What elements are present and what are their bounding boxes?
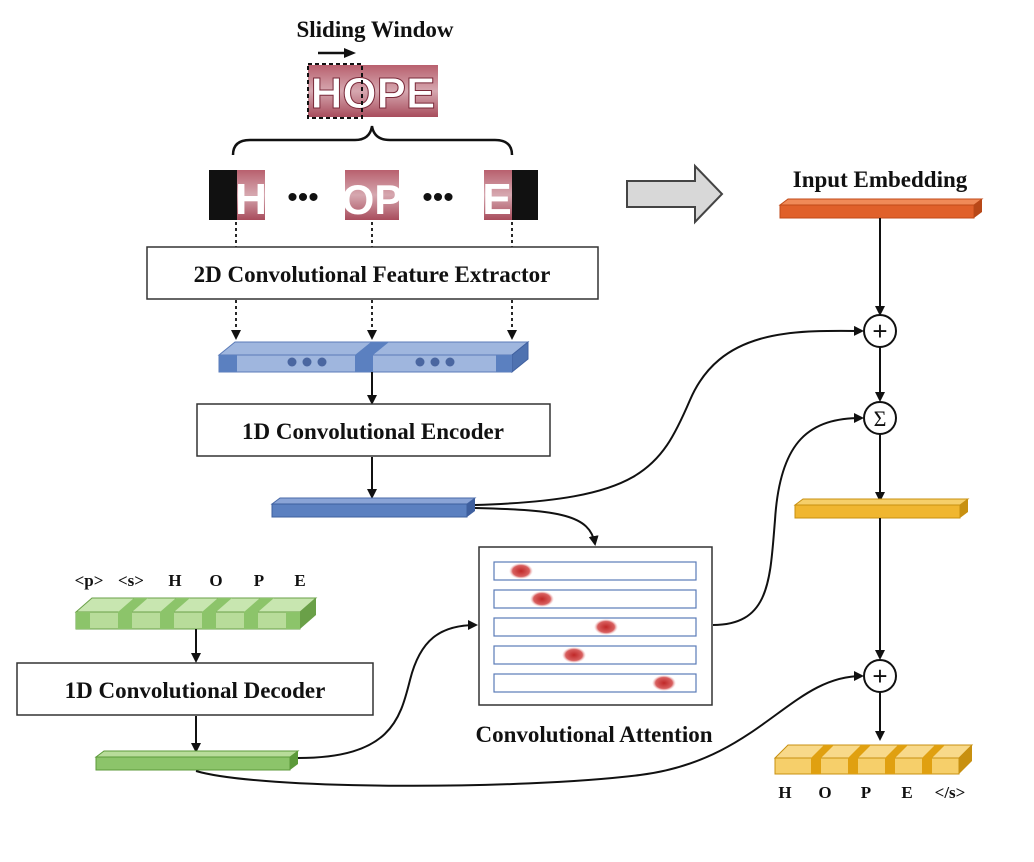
plus-node-bottom: +: [863, 659, 897, 693]
encoder-to-plus-curve: [474, 325, 864, 506]
encoder-output-bar: [270, 497, 477, 518]
decoder-input-bar: [74, 597, 318, 630]
encoder-box: [196, 403, 551, 457]
output-token: P: [861, 783, 871, 802]
output-token: O: [818, 783, 831, 802]
sliding-window-label: Sliding Window: [296, 17, 453, 42]
sliding-window-box: [307, 63, 363, 119]
curved-connectors: [195, 325, 864, 787]
input-embedding-bar: [778, 198, 984, 219]
sigma-node: Σ: [863, 401, 897, 435]
decoder-input-token: H: [168, 571, 181, 590]
decoder-input-token: O: [209, 571, 222, 590]
attention-weight: [562, 647, 586, 663]
output-tokens: H O P E </s>: [778, 783, 965, 802]
feature-extractor-label: 2D Convolutional Feature Extractor: [194, 262, 551, 287]
input-word-text: HOPE: [311, 69, 436, 118]
feature-sequence-bar: [217, 340, 530, 374]
brace: [231, 125, 514, 156]
plus-node-top: +: [863, 314, 897, 348]
extractor-to-features-arrows: [231, 300, 517, 340]
output-token: H: [778, 783, 791, 802]
attention-output-bar: [793, 498, 970, 519]
attention-weight: [652, 675, 676, 691]
crop-right: E: [482, 170, 538, 224]
feature-extractor-box: [146, 246, 599, 300]
crop-left: H: [209, 170, 267, 224]
decoder-input-token: <s>: [118, 571, 144, 590]
crop-middle: OP: [342, 170, 403, 223]
decoder-to-attention-curve: [297, 620, 478, 759]
crop-left-char: H: [235, 175, 267, 224]
crop-right-char: E: [482, 175, 511, 224]
attention-row: [493, 673, 697, 693]
input-embedding-label: Input Embedding: [793, 167, 968, 192]
attention-weight: [509, 563, 533, 579]
decoder-output-bar: [94, 750, 300, 771]
attention-to-sigma-curve: [712, 413, 864, 626]
plus-icon-bottom: +: [872, 661, 887, 691]
attention-weight: [530, 591, 554, 607]
attention-row: [493, 645, 697, 665]
attention-label: Convolutional Attention: [475, 722, 712, 747]
decoder-label: 1D Convolutional Decoder: [65, 678, 326, 703]
output-token: E: [901, 783, 912, 802]
input-word-image: HOPE: [307, 63, 438, 119]
ellipsis-right: •••: [422, 181, 454, 214]
attention-weights: [509, 563, 676, 691]
right-arrow-icon: [318, 48, 356, 58]
decoder-input-token: <p>: [75, 571, 104, 590]
plus-icon: +: [872, 316, 887, 346]
output-token-bar: [773, 744, 974, 775]
decoder-input-token: E: [294, 571, 305, 590]
decoder-to-output-plus-curve: [195, 671, 864, 787]
attention-row: [493, 561, 697, 581]
crop-to-extractor-arrows: [235, 222, 513, 247]
attention-weight: [594, 619, 618, 635]
decoder-input-token: P: [254, 571, 264, 590]
output-token: </s>: [935, 783, 966, 802]
decoder-box: [16, 662, 374, 716]
ellipsis-left: •••: [287, 181, 319, 214]
attention-row: [493, 589, 697, 609]
big-right-arrow-icon: [626, 163, 724, 225]
decoder-input-tokens: <p> <s> H O P E: [75, 571, 306, 590]
encoder-label: 1D Convolutional Encoder: [242, 419, 504, 444]
crop-middle-chars: OP: [342, 176, 403, 223]
sigma-icon: Σ: [874, 406, 887, 431]
encoder-to-attention-curve: [474, 507, 599, 546]
